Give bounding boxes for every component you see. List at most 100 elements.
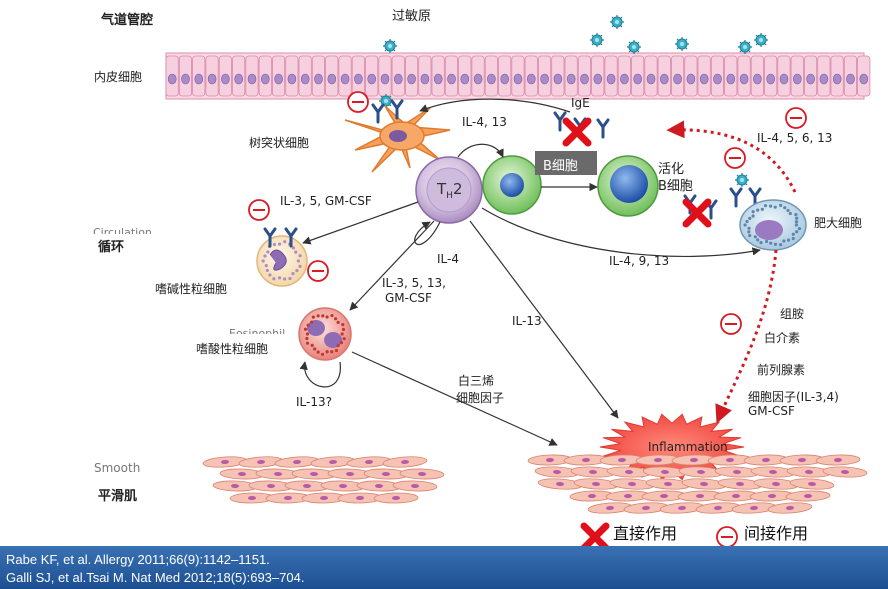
epithelial-nucleus	[739, 73, 749, 85]
granule	[272, 277, 276, 281]
pathway-arrows	[299, 98, 761, 446]
epithelial-nucleus	[234, 73, 243, 85]
granule	[340, 332, 344, 336]
indirect-inhibit-icon	[720, 313, 742, 335]
granule	[756, 238, 760, 242]
eosinophil-label: 嗜酸性粒细胞	[196, 342, 269, 356]
dendritic-cell-label: 树突状细胞	[249, 136, 310, 150]
granule	[341, 327, 346, 332]
basophil-cell	[256, 235, 308, 287]
epithelial-nucleus	[420, 73, 430, 85]
il-4-9-13-label: IL-4, 9, 13	[609, 254, 670, 268]
citation-footer: Rabe KF, et al. Allergy 2011;66(9):1142–…	[0, 546, 888, 589]
epithelial-nucleus	[340, 73, 350, 85]
granule	[313, 347, 317, 351]
epithelial-nucleus	[713, 73, 722, 85]
granule	[760, 207, 764, 211]
epithelial-nucleus	[380, 73, 390, 85]
epithelial-nucleus	[580, 73, 589, 85]
il-4-13-label: IL-4, 13	[462, 115, 507, 129]
granule	[291, 246, 296, 250]
granule	[325, 350, 329, 354]
epithelial-nucleus	[606, 73, 616, 85]
granule	[306, 323, 310, 327]
epithelial-nucleus	[407, 73, 416, 85]
muscle-fiber	[382, 454, 428, 470]
granule	[753, 235, 757, 239]
granule	[282, 277, 287, 281]
epithelial-nucleus	[221, 73, 230, 85]
smooth-muscle-layer	[202, 453, 868, 516]
mast-cell-arrows	[666, 120, 797, 424]
antibody-icon	[371, 103, 385, 124]
indirect-inhibit-icon	[724, 147, 746, 169]
granule	[334, 348, 339, 353]
cytokine-gmcsf-label: GM-CSF	[748, 404, 795, 418]
il-13-label: IL-13	[512, 314, 542, 328]
epithelial-nucleus	[327, 73, 337, 85]
granule	[791, 232, 795, 236]
muscle-fiber	[392, 479, 438, 493]
granule	[791, 236, 795, 241]
epithelial-nucleus	[792, 73, 802, 85]
ige-antibody-icon	[596, 118, 610, 139]
granule	[769, 204, 773, 208]
prostaglandin-label: 前列腺素	[757, 363, 806, 377]
granule	[321, 314, 325, 318]
epithelial-nucleus	[633, 73, 643, 85]
b-cell-label-box	[535, 151, 597, 175]
eosinophil-cell	[298, 307, 352, 361]
interleukin-label: 白介素	[764, 331, 801, 345]
granule	[773, 205, 777, 209]
il-4-label: IL-4	[437, 252, 459, 266]
granule	[745, 219, 749, 224]
granule	[264, 264, 268, 268]
granule	[336, 344, 340, 348]
granule	[787, 238, 791, 242]
legend-indirect-icon	[716, 526, 738, 548]
eosinophil-en-label: Eosinophil	[229, 327, 286, 334]
muscle-fiber	[373, 492, 419, 504]
il-4-5-6-13-label: IL-4, 5, 6, 13	[757, 131, 833, 145]
granule	[277, 276, 282, 280]
epithelial-nucleus	[753, 73, 762, 85]
indirect-inhibit-icon	[248, 199, 270, 221]
epithelial-nucleus	[367, 73, 377, 85]
granule	[261, 259, 265, 263]
epithelial-nucleus	[526, 73, 536, 85]
granule	[320, 352, 325, 356]
il-13q-label: IL-13?	[296, 395, 332, 409]
epithelial-nucleus	[659, 73, 669, 85]
granule	[782, 239, 786, 243]
granule	[291, 272, 295, 276]
epithelial-nucleus	[859, 73, 869, 85]
granule	[305, 341, 310, 345]
il-3-5-gmcsf-label: IL-3, 5, GM-CSF	[280, 194, 372, 208]
epithelial-nucleus	[846, 73, 855, 85]
granule	[794, 223, 799, 227]
granule	[265, 268, 269, 273]
granule	[272, 242, 277, 247]
ige-antibody-icon	[729, 187, 743, 208]
epithelial-nucleus	[646, 73, 656, 85]
granule	[788, 211, 792, 216]
epithelial-nucleus	[167, 73, 177, 85]
granule	[339, 341, 344, 345]
leukotriene-cytokine-label: 细胞因子	[456, 391, 505, 405]
granule	[779, 203, 783, 207]
th2-label: TH2	[437, 180, 463, 201]
allergen-icon	[734, 172, 750, 188]
muscle-fiber	[785, 489, 831, 503]
epithelial-nucleus	[354, 73, 363, 85]
epithelial-nucleus	[247, 73, 257, 85]
muscle-fiber	[399, 467, 445, 481]
granule	[756, 208, 760, 212]
granule	[303, 327, 308, 331]
granule	[786, 208, 790, 213]
activated-b-nucleus	[610, 165, 648, 203]
mast-cell-label: 肥大细胞	[814, 216, 863, 230]
indirect-inhibit-icon	[347, 91, 369, 113]
epithelial-nucleus	[513, 73, 523, 85]
epithelial-nucleus	[500, 73, 510, 85]
allergen-icon	[589, 32, 605, 48]
